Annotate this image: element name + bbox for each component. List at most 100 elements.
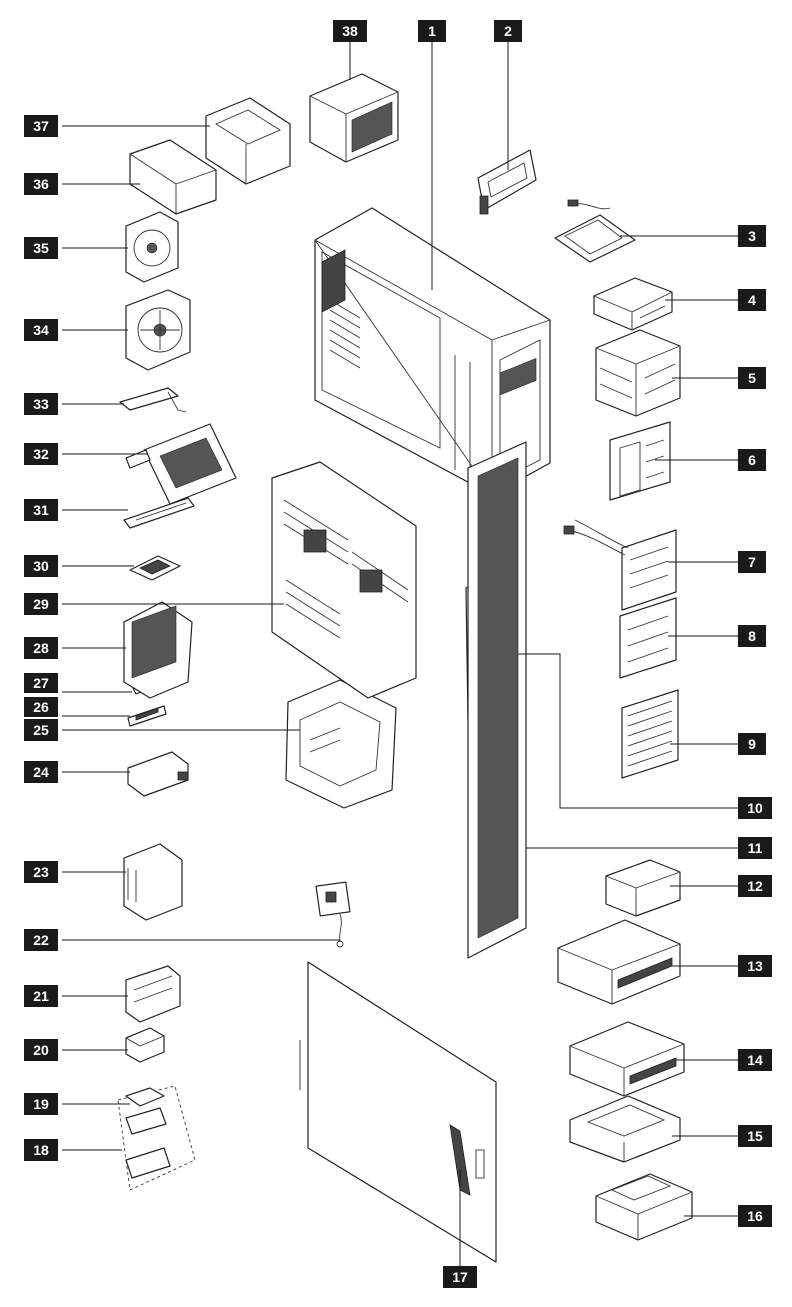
callout-23: 23 — [24, 861, 58, 883]
leader-lines — [62, 42, 738, 1266]
callout-label: 29 — [33, 596, 49, 612]
part-9-large-backplane — [621, 689, 679, 779]
callout-2: 2 — [494, 20, 522, 42]
part-38-psu-unit — [309, 73, 399, 163]
callout-33: 33 — [24, 393, 58, 415]
callout-label: 2 — [504, 23, 512, 39]
part-28-heatsink-fan — [123, 601, 193, 699]
callout-label: 30 — [33, 558, 49, 574]
part-11-door-filter — [467, 441, 527, 959]
callout-label: 23 — [33, 864, 49, 880]
callout-label: 9 — [748, 736, 756, 752]
callout-label: 37 — [33, 118, 49, 134]
callout-38: 38 — [333, 20, 367, 42]
part-8-backplane — [619, 597, 677, 679]
callout-36: 36 — [24, 173, 58, 195]
callout-13: 13 — [738, 955, 772, 977]
callout-label: 14 — [747, 1052, 763, 1068]
part-12-filler-tray — [605, 859, 681, 917]
callout-3: 3 — [738, 225, 766, 247]
callout-24: 24 — [24, 761, 58, 783]
callout-label: 1 — [428, 23, 436, 39]
callout-label: 21 — [33, 988, 49, 1004]
callout-11: 11 — [738, 837, 772, 859]
callout-label: 38 — [342, 23, 358, 39]
part-18-cable-clips — [117, 1085, 196, 1191]
callout-22: 22 — [24, 929, 58, 951]
callout-5: 5 — [738, 367, 766, 389]
callout-26: 26 — [24, 697, 58, 717]
callout-31: 31 — [24, 499, 58, 521]
part-30-processor — [129, 555, 181, 581]
callout-label: 36 — [33, 176, 49, 192]
callout-label: 27 — [33, 675, 49, 691]
callout-16: 16 — [738, 1205, 772, 1227]
callout-label: 17 — [452, 1269, 468, 1285]
callout-25: 25 — [24, 719, 58, 741]
callout-37: 37 — [24, 115, 58, 137]
callout-label: 35 — [33, 240, 49, 256]
part-7-backplane-cables — [563, 519, 677, 611]
callout-14: 14 — [738, 1049, 772, 1071]
part-36-power-supply — [129, 139, 217, 215]
part-19-clip — [125, 1087, 165, 1107]
callout-10: 10 — [738, 797, 772, 819]
part-29-motherboard — [271, 461, 417, 699]
callout-label: 12 — [747, 878, 763, 894]
callout-label: 3 — [748, 228, 756, 244]
callout-28: 28 — [24, 637, 58, 659]
callout-32: 32 — [24, 443, 58, 465]
part-1-chassis — [314, 207, 551, 497]
callout-label: 31 — [33, 502, 49, 518]
callout-12: 12 — [738, 875, 772, 897]
callout-6: 6 — [738, 449, 766, 471]
callout-label: 24 — [33, 764, 49, 780]
callout-label: 5 — [748, 370, 756, 386]
callout-35: 35 — [24, 237, 58, 259]
part-13-drive — [557, 919, 681, 1005]
callout-label: 34 — [33, 322, 49, 338]
callout-label: 10 — [747, 800, 763, 816]
part-2-riser-card — [477, 149, 537, 215]
callout-21: 21 — [24, 985, 58, 1007]
callout-19: 19 — [24, 1093, 58, 1115]
callout-label: 16 — [747, 1208, 763, 1224]
part-17-side-cover — [299, 961, 497, 1263]
callout-label: 13 — [747, 958, 763, 974]
callout-label: 11 — [748, 840, 763, 856]
callout-label: 7 — [748, 554, 756, 570]
part-37-psu-cage — [205, 97, 291, 185]
part-16-drive — [595, 1173, 693, 1241]
part-26-m2-drive — [127, 705, 167, 727]
callout-label: 15 — [747, 1128, 763, 1144]
callout-7: 7 — [738, 551, 766, 573]
callout-1: 1 — [418, 20, 446, 42]
callout-label: 19 — [33, 1096, 49, 1112]
callout-18: 18 — [24, 1139, 58, 1161]
part-31-memory-module — [123, 497, 195, 529]
callout-label: 26 — [33, 699, 49, 715]
callout-label: 32 — [33, 446, 49, 462]
callout-20: 20 — [24, 1039, 58, 1061]
callout-34: 34 — [24, 319, 58, 341]
callout-9: 9 — [738, 733, 766, 755]
callout-30: 30 — [24, 555, 58, 577]
callout-badges: 1 2 3 4 5 6 7 8 9 10 11 12 13 14 15 16 1… — [24, 20, 772, 1288]
callout-29: 29 — [24, 593, 58, 615]
callout-15: 15 — [738, 1125, 772, 1147]
callout-label: 4 — [748, 292, 756, 308]
callout-label: 33 — [33, 396, 49, 412]
part-15-drive-tray — [569, 1095, 681, 1163]
callout-4: 4 — [738, 289, 766, 311]
callout-17: 17 — [443, 1266, 477, 1288]
part-5-drive-cage — [595, 329, 681, 417]
callout-label: 8 — [748, 628, 756, 644]
part-3-cable-bracket — [554, 199, 636, 263]
part-32-pcie-card — [125, 423, 237, 505]
part-35-fan — [125, 211, 179, 283]
part-22-battery-cable — [315, 881, 351, 948]
callout-label: 28 — [33, 640, 49, 656]
callout-label: 20 — [33, 1042, 49, 1058]
